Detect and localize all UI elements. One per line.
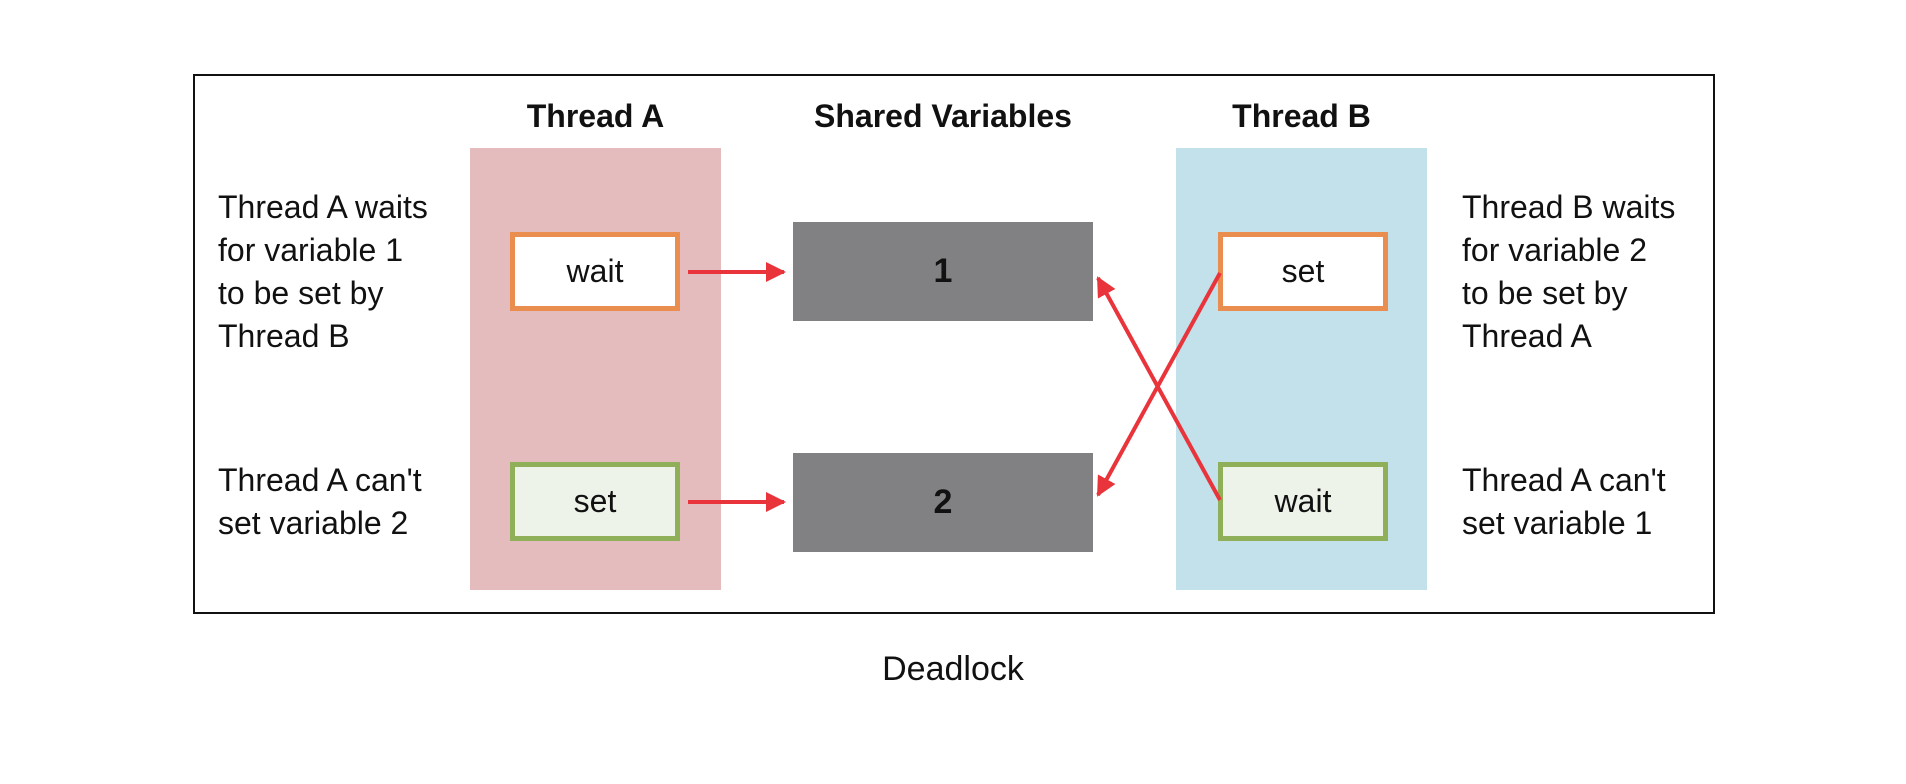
shared-variables-header: Shared Variables [814, 98, 1072, 134]
note-thread-a-cant-set-1: Thread A can't set variable 1 [1462, 462, 1666, 541]
thread-b-set-step: set [1218, 232, 1388, 311]
note-thread-b-waits: Thread B waits for variable 2 to be set … [1462, 189, 1676, 354]
shared-variable-1: 1 [793, 222, 1093, 321]
arrow-thread-b-wait-to-var1 [1096, 276, 1222, 501]
thread-b-wait-step: wait [1218, 462, 1388, 541]
thread-a-wait-step: wait [510, 232, 680, 311]
note-thread-a-waits: Thread A waits for variable 1 to be set … [218, 189, 428, 354]
diagram-caption: Deadlock [882, 650, 1024, 688]
thread-b-header: Thread B [1232, 98, 1371, 134]
diagram-frame [193, 74, 1715, 614]
shared-variable-2: 2 [793, 453, 1093, 552]
arrow-thread-b-set-to-var2 [1096, 272, 1222, 497]
thread-a-header: Thread A [526, 98, 665, 134]
thread-a-set-step: set [510, 462, 680, 541]
note-thread-a-cant-set: Thread A can't set variable 2 [218, 462, 422, 541]
